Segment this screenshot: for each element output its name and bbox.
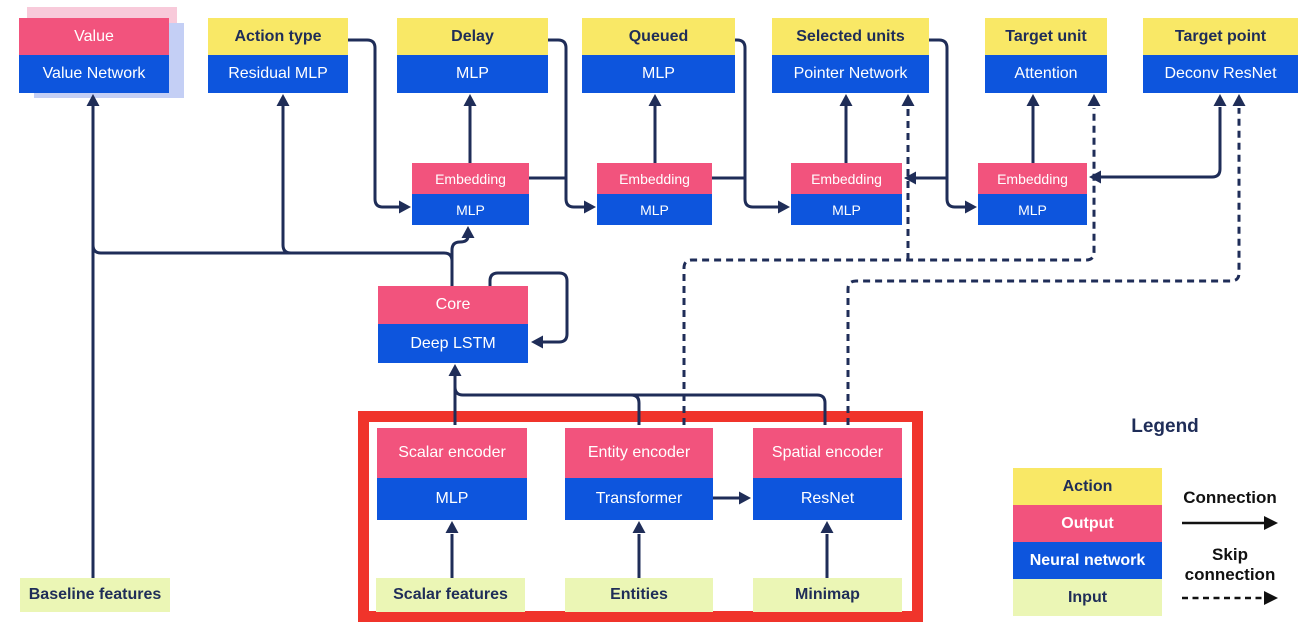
scalar-encoder-label: Scalar encoder <box>377 428 527 478</box>
embedding-4-mlp-label: MLP <box>978 194 1087 225</box>
resnet-label: ResNet <box>753 478 902 520</box>
block-core: Core Deep LSTM <box>378 286 528 363</box>
action-type-label: Action type <box>208 18 348 55</box>
block-action-type: Action type Residual MLP <box>208 18 348 93</box>
legend-item-output: Output <box>1013 505 1162 542</box>
spatial-encoder-label: Spatial encoder <box>753 428 902 478</box>
input-baseline-features: Baseline features <box>20 578 170 612</box>
core-label: Core <box>378 286 528 324</box>
delay-label: Delay <box>397 18 548 55</box>
queued-mlp-label: MLP <box>582 55 735 93</box>
block-embedding-4: Embedding MLP <box>978 163 1087 225</box>
wire-core-to-value <box>91 244 454 286</box>
target-unit-label: Target unit <box>985 18 1107 55</box>
block-target-point: Target point Deconv ResNet <box>1143 18 1298 93</box>
wire-selected-units-down <box>929 38 965 209</box>
embedding-2-label: Embedding <box>597 163 712 194</box>
block-queued: Queued MLP <box>582 18 735 93</box>
block-entity-encoder: Entity encoder Transformer <box>565 428 713 520</box>
legend-item-input: Input <box>1013 579 1162 616</box>
skip-spatial-to-deconv <box>846 108 1241 425</box>
embedding-1-label: Embedding <box>412 163 529 194</box>
attention-label: Attention <box>985 55 1107 93</box>
block-selected-units: Selected units Pointer Network <box>772 18 929 93</box>
delay-mlp-label: MLP <box>397 55 548 93</box>
wire-delay-to-embedding2 <box>548 38 584 209</box>
block-target-unit: Target unit Attention <box>985 18 1107 93</box>
legend-item-action: Action <box>1013 468 1162 505</box>
embedding-3-label: Embedding <box>791 163 902 194</box>
block-value: Value Value Network <box>19 18 169 93</box>
block-embedding-2: Embedding MLP <box>597 163 712 225</box>
pointer-network-label: Pointer Network <box>772 55 929 93</box>
wire-embedding4-deconv <box>1101 107 1222 179</box>
target-point-label: Target point <box>1143 18 1298 55</box>
deep-lstm-label: Deep LSTM <box>378 324 528 363</box>
input-entities: Entities <box>565 578 713 612</box>
deconv-resnet-label: Deconv ResNet <box>1143 55 1298 93</box>
block-spatial-encoder: Spatial encoder ResNet <box>753 428 902 520</box>
wire-core-to-action-type <box>281 106 292 255</box>
block-delay: Delay MLP <box>397 18 548 93</box>
wire-core-to-embedding1 <box>450 234 470 286</box>
selected-units-label: Selected units <box>772 18 929 55</box>
value-output-label: Value <box>19 18 169 55</box>
embedding-4-label: Embedding <box>978 163 1087 194</box>
skip-entity-to-attention <box>682 108 1096 425</box>
scalar-mlp-label: MLP <box>377 478 527 520</box>
legend-color-stack: Action Output Neural network Input <box>1013 468 1162 616</box>
input-minimap: Minimap <box>753 578 902 612</box>
transformer-label: Transformer <box>565 478 713 520</box>
entity-encoder-label: Entity encoder <box>565 428 713 478</box>
input-scalar-features: Scalar features <box>376 578 525 612</box>
queued-label: Queued <box>582 18 735 55</box>
block-embedding-1: Embedding MLP <box>412 163 529 225</box>
block-embedding-3: Embedding MLP <box>791 163 902 225</box>
wire-action-type-to-embedding1 <box>348 38 399 209</box>
legend-item-neural-network: Neural network <box>1013 542 1162 579</box>
embedding-1-mlp-label: MLP <box>412 194 529 225</box>
value-network-label: Value Network <box>19 55 169 93</box>
embedding-2-mlp-label: MLP <box>597 194 712 225</box>
residual-mlp-label: Residual MLP <box>208 55 348 93</box>
legend-connection-label: Connection <box>1183 488 1277 507</box>
block-scalar-encoder: Scalar encoder MLP <box>377 428 527 520</box>
embedding-3-mlp-label: MLP <box>791 194 902 225</box>
legend-title: Legend <box>1131 416 1199 437</box>
